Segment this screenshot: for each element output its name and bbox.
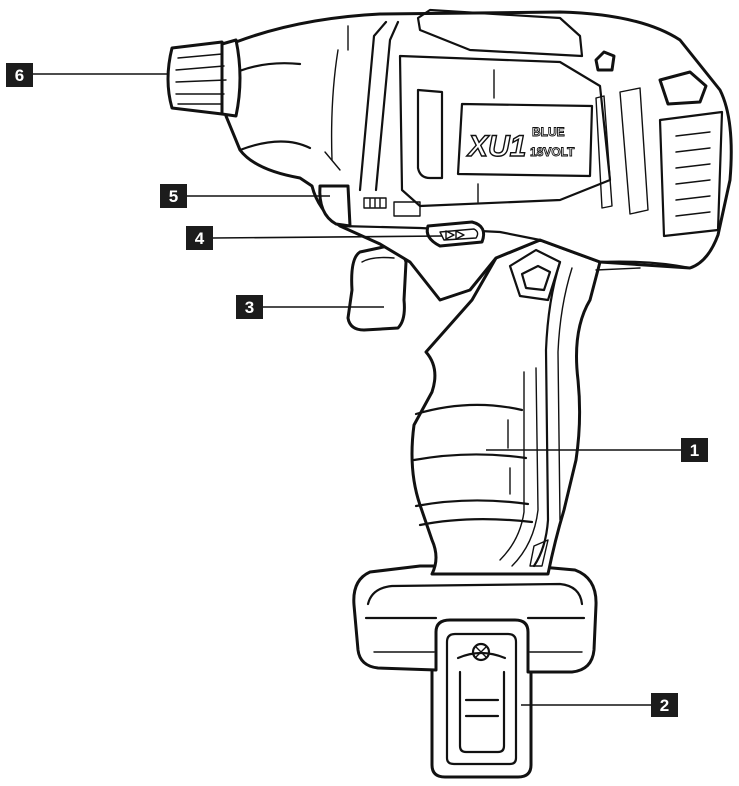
callout-5: 5 [160, 184, 187, 208]
xu1-logo: XU1 BLUE 18VOLT [465, 125, 575, 164]
svg-text:XU1: XU1 [466, 130, 526, 163]
svg-text:BLUE: BLUE [532, 125, 565, 139]
callout-3: 3 [236, 295, 263, 319]
battery-level-indicator [363, 197, 421, 217]
callout-6: 6 [6, 63, 33, 87]
belt-clip [430, 616, 533, 779]
svg-text:3: 3 [245, 298, 254, 317]
svg-text:5: 5 [169, 187, 178, 206]
quick-release-chuck [166, 38, 242, 118]
forward-reverse-selector [425, 220, 486, 248]
callout-1: 1 [681, 438, 708, 462]
leader-lines [33, 73, 681, 706]
svg-text:2: 2 [660, 696, 669, 715]
svg-text:18VOLT: 18VOLT [530, 145, 575, 159]
trigger [346, 244, 408, 332]
svg-text:1: 1 [690, 441, 699, 460]
handle [410, 238, 602, 576]
svg-text:6: 6 [15, 66, 24, 85]
leader-line-4 [212, 235, 443, 239]
callout-4: 4 [186, 226, 213, 250]
motor-housing [224, 8, 733, 302]
battery-pack [352, 564, 598, 674]
callout-2: 2 [651, 693, 678, 717]
led-work-light [318, 184, 352, 228]
svg-text:4: 4 [195, 229, 205, 248]
